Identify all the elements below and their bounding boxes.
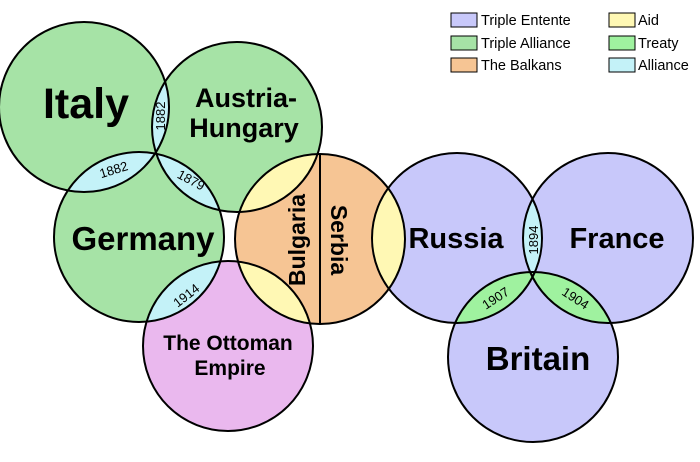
france-label: France: [569, 223, 664, 255]
legend-label-alliance: Alliance: [638, 58, 689, 74]
legend-label-the-balkans: The Balkans: [481, 58, 562, 74]
russia-outline: [371, 152, 543, 324]
legend-label-triple-entente: Triple Entente: [481, 13, 571, 29]
germany-label: Germany: [71, 220, 215, 257]
legend-swatch-treaty: [608, 35, 636, 51]
bulgaria-austria-aid-overlap: [235, 154, 320, 212]
ottoman-empire-label-line2: Empire: [194, 357, 265, 380]
legend-swatch-triple-entente: [450, 12, 478, 28]
legend-swatch-aid: [608, 12, 636, 28]
legend-swatch-triple-alliance: [450, 35, 478, 51]
austria-hungary-label-line1: Austria-: [195, 83, 297, 113]
bulgaria-ottoman-aid-overlap: [235, 261, 313, 324]
germany-outline: [53, 151, 225, 323]
france-britain-overlap: [523, 272, 618, 323]
serbia-label: Serbia: [326, 205, 352, 276]
russia-britain-overlap: [448, 272, 542, 323]
italy-austria-year: 1882: [153, 102, 168, 131]
italy-circle: [0, 22, 169, 192]
ottoman-empire-outline: [142, 260, 314, 432]
france-outline: [522, 152, 694, 324]
austria-hungary-outline: [151, 41, 323, 213]
legend: Triple Entente Triple Alliance The Balka…: [450, 12, 689, 74]
italy-outline: [0, 21, 170, 193]
legend-label-treaty: Treaty: [638, 36, 679, 52]
germany-ottoman-overlap: [143, 261, 224, 322]
britain-outline: [447, 271, 619, 443]
ottoman-empire-label-line1: The Ottoman: [163, 332, 293, 355]
legend-swatch-alliance: [608, 57, 636, 73]
austria-hungary-label-line2: Hungary: [189, 113, 299, 143]
britain-label: Britain: [486, 340, 591, 377]
legend-label-aid: Aid: [638, 13, 659, 29]
legend-swatch-the-balkans: [450, 57, 478, 73]
legend-label-triple-alliance: Triple Alliance: [481, 36, 571, 52]
bulgaria-label: Bulgaria: [284, 194, 310, 286]
italy-label: Italy: [43, 80, 129, 128]
russia-label: Russia: [408, 223, 504, 255]
russia-france-year: 1894: [526, 226, 541, 255]
